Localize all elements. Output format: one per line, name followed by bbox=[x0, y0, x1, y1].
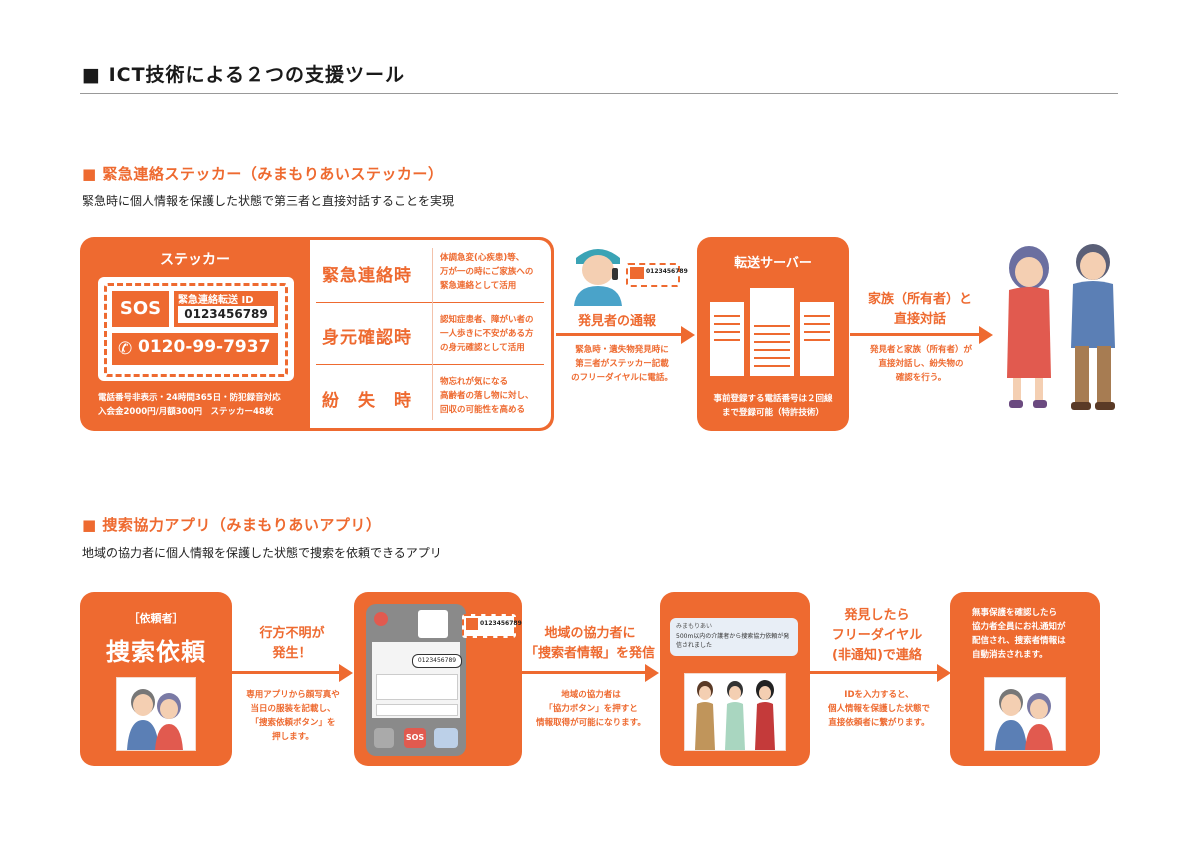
arrow-head-final bbox=[937, 664, 951, 682]
uses-divider-2 bbox=[316, 364, 544, 365]
server-heading: 転送サーバー bbox=[734, 256, 812, 271]
family-illustration bbox=[1007, 244, 1115, 410]
use-label-emergency: 緊急連絡時 bbox=[322, 266, 412, 286]
section2-desc: 地域の協力者に個人情報を保護した状態で捜索を依頼できるアプリ bbox=[82, 546, 442, 560]
final-illustration bbox=[984, 677, 1066, 751]
id-value: 0123456789 bbox=[178, 306, 274, 323]
sticker-note2: 入会金2000円/月額300円 ステッカー48枚 bbox=[98, 407, 274, 417]
section2-title: ■ 捜索協力アプリ（みまもりあいアプリ） bbox=[82, 516, 382, 534]
page-title: ■ ICT技術による２つの支援ツール bbox=[82, 64, 405, 86]
phone-icon: ✆ bbox=[118, 339, 133, 359]
sticker-image: SOS 緊急連絡転送 ID 0123456789 ✆ 0120-99-7937 bbox=[98, 277, 294, 381]
phone-mockup: 0123456789 SOS bbox=[366, 604, 466, 756]
notification-text: 500m以内の介護者から捜索協力依頼が発信されました bbox=[676, 633, 790, 649]
step3-label: 発見したらフリーダイヤル(非通知)で連絡 bbox=[831, 608, 923, 663]
sticker-phone: 0120-99-7937 bbox=[138, 337, 271, 357]
server-icon bbox=[710, 288, 834, 376]
sticker-note1: 電話番号非表示・24時間365日・防犯録音対応 bbox=[98, 393, 281, 403]
uses-table bbox=[310, 240, 551, 428]
use-desc-lost: 物忘れが気になる高齢者の落し物に対し、回収の可能性を高める bbox=[440, 377, 534, 415]
section1-title: ■ 緊急連絡ステッカー（みまもりあいステッカー） bbox=[82, 165, 444, 183]
arrow-head-helpers bbox=[645, 664, 659, 682]
family-label: 家族（所有者）と直接対話 bbox=[867, 292, 972, 327]
requester-big: 捜索依頼 bbox=[106, 638, 206, 666]
requester-tag: ［依頼者］ bbox=[128, 612, 184, 625]
step3-desc: IDを入力すると、個人情報を保護した状態で直接依頼者に繋がります。 bbox=[827, 690, 930, 728]
final-desc: 無事保護を確認したら協力者全員にお礼通知が配信され、捜索者情報は自動消去されます… bbox=[972, 608, 1066, 660]
step1-label: 行方不明が発生！ bbox=[259, 626, 325, 661]
app-mini-sticker: 0123456789 bbox=[462, 614, 522, 638]
arrow-to-helpers bbox=[522, 671, 646, 674]
title-divider bbox=[80, 93, 1118, 94]
finder-desc: 緊急時・遺失物発見時に第三者がステッカー記載のフリーダイヤルに電話。 bbox=[571, 345, 673, 383]
section1-desc: 緊急時に個人情報を保護した状態で第三者と直接対話することを実現 bbox=[82, 194, 455, 208]
arrow-to-phone bbox=[232, 671, 340, 674]
step1-desc: 専用アプリから顔写真や当日の服装を記載し、「捜索依頼ボタン」を押します。 bbox=[246, 690, 340, 742]
use-label-lost: 紛 失 時 bbox=[322, 391, 412, 411]
server-desc: 事前登録する電話番号は２回線まで登録可能（特許技術） bbox=[713, 394, 833, 418]
phone-sos-button[interactable]: SOS bbox=[404, 728, 426, 748]
uses-divider-1 bbox=[316, 302, 544, 303]
requester-illustration bbox=[116, 677, 196, 751]
sticker-heading: ステッカー bbox=[160, 252, 230, 268]
notification-app: みまもりあい bbox=[676, 623, 713, 630]
arrow-to-server bbox=[556, 333, 682, 336]
helpers-illustration bbox=[684, 673, 786, 751]
step2-label: 地域の協力者に「捜索者情報」を発信 bbox=[524, 626, 655, 661]
mini-sticker: 0123456789 bbox=[626, 263, 688, 287]
uses-vline bbox=[432, 248, 433, 420]
arrow-to-final bbox=[810, 671, 938, 674]
step2-desc: 地域の協力者は「協力ボタン」を押すと情報取得が可能になります。 bbox=[536, 690, 646, 728]
arrow-to-family bbox=[850, 333, 980, 336]
finder-label: 発見者の通報 bbox=[578, 314, 657, 329]
family-desc: 発見者と家族（所有者）が直接対話し、紛失物の確認を行う。 bbox=[869, 345, 972, 383]
use-desc-identity: 認知症患者、障がい者の一人歩きに不安がある方の身元確認として活用 bbox=[440, 315, 534, 353]
sos-label: SOS bbox=[112, 291, 169, 327]
id-label: 緊急連絡転送 ID bbox=[178, 295, 254, 306]
arrow-head-phone bbox=[339, 664, 353, 682]
finder-illustration bbox=[574, 249, 622, 306]
arrow-head-family bbox=[979, 326, 993, 344]
use-desc-emergency: 体調急変(心疾患)等、万が一の時にご家族への緊急連絡として活用 bbox=[440, 253, 534, 291]
use-label-identity: 身元確認時 bbox=[322, 328, 412, 348]
arrow-head-server bbox=[681, 326, 695, 344]
notification-card: みまもりあい 500m以内の介護者から捜索協力依頼が発信されました bbox=[670, 618, 798, 656]
phone-id-field[interactable]: 0123456789 bbox=[412, 654, 462, 668]
